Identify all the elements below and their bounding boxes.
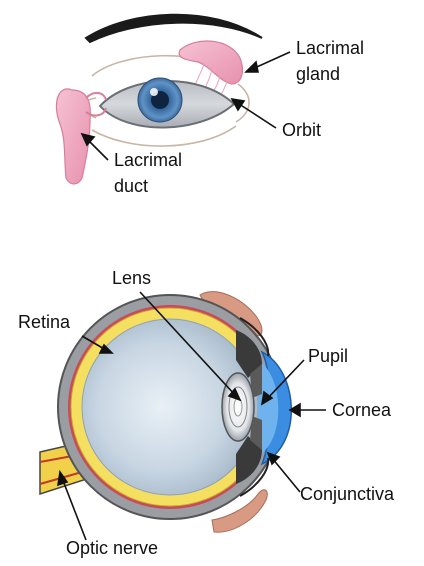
label-conjunctiva: Conjunctiva	[300, 484, 394, 506]
label-pupil: Pupil	[308, 346, 348, 368]
label-optic-nerve: Optic nerve	[66, 538, 158, 560]
label-lens: Lens	[112, 268, 151, 290]
label-cornea: Cornea	[332, 400, 391, 422]
label-retina: Retina	[18, 312, 70, 334]
cross-section-eye-figure	[40, 292, 291, 533]
label-lacrimal-duct-line1: Lacrimal	[114, 150, 182, 172]
label-lacrimal-duct-line2: duct	[114, 176, 148, 198]
iris-highlight	[150, 88, 158, 96]
label-lacrimal-gland-line2: gland	[296, 64, 340, 86]
lens	[222, 373, 254, 441]
label-orbit: Orbit	[282, 120, 321, 142]
label-lacrimal-gland-line1: Lacrimal	[296, 38, 364, 60]
eyebrow	[86, 15, 262, 42]
lacrimal-gland	[179, 41, 242, 84]
